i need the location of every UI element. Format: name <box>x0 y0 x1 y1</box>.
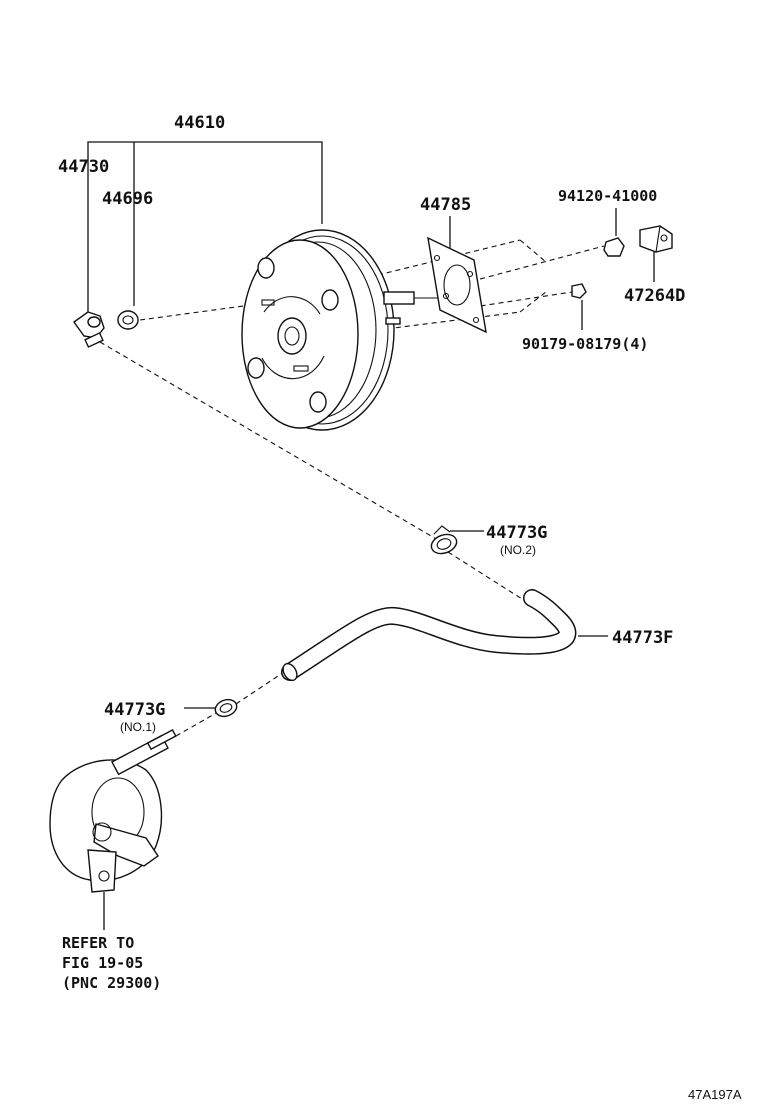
illustration-code: 47A197A <box>688 1087 742 1102</box>
label-47264D: 47264D <box>624 286 685 306</box>
label-44785: 44785 <box>420 195 471 215</box>
leader-lines <box>87 141 655 930</box>
reference-line-2: FIG 19-05 <box>62 954 143 972</box>
grommet-part <box>117 310 139 330</box>
label-44773G-lower: 44773G <box>104 700 165 720</box>
vacuum-pump-part <box>49 728 177 893</box>
reference-line-1: REFER TO <box>62 934 134 952</box>
vacuum-hose-part <box>281 589 577 682</box>
label-94120-41000: 94120-41000 <box>558 187 657 205</box>
label-44610: 44610 <box>174 113 225 133</box>
reference-line-3: (PNC 29300) <box>62 974 161 992</box>
clip-upper-part <box>430 525 458 555</box>
label-no2: (NO.2) <box>500 543 536 557</box>
part-labels: 44610 44730 44696 44785 94120-41000 4726… <box>58 113 742 1102</box>
label-44730: 44730 <box>58 157 109 177</box>
label-no1: (NO.1) <box>120 720 156 734</box>
label-44696: 44696 <box>102 189 153 209</box>
stud-nut-part <box>571 283 587 299</box>
clevis-part <box>639 225 673 253</box>
brake-booster-part <box>241 229 448 431</box>
label-90179-08179: 90179-08179(4) <box>522 335 648 353</box>
label-44773F: 44773F <box>612 628 673 648</box>
gasket-part <box>427 236 487 334</box>
label-44773G-upper: 44773G <box>486 523 547 543</box>
check-valve-part <box>73 311 105 348</box>
nut-part <box>603 237 625 257</box>
clip-lower-part <box>214 698 238 718</box>
